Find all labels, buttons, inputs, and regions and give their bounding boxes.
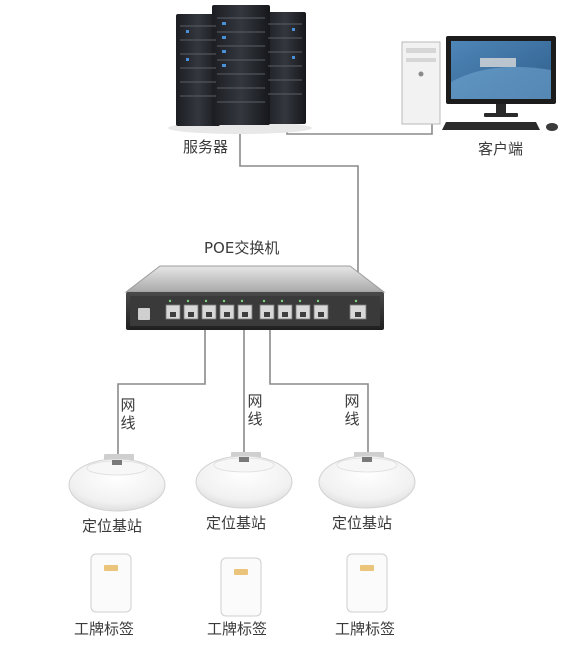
cable-label: 网线 xyxy=(344,392,360,428)
client-pc-icon xyxy=(401,36,558,131)
cable-switch-station-1 xyxy=(117,322,206,458)
client-label: 客户端 xyxy=(478,140,524,158)
base-station-label: 定位基站 xyxy=(206,514,267,532)
cable-label: 网线 xyxy=(120,396,136,432)
base-station-label: 定位基站 xyxy=(82,517,143,535)
badge-tag-icon xyxy=(346,553,388,613)
poe-switch-icon xyxy=(124,265,386,330)
badge-tag-icon xyxy=(90,553,132,613)
badge-tag-label: 工牌标签 xyxy=(74,620,135,638)
cable-switch-station-3 xyxy=(269,322,369,456)
badge-tag-label: 工牌标签 xyxy=(207,620,268,638)
base-station-icon xyxy=(195,452,293,509)
badge-tag-icon xyxy=(220,557,262,617)
base-station-icon xyxy=(68,454,166,512)
base-station-icon xyxy=(318,452,416,509)
badge-tag-label: 工牌标签 xyxy=(335,620,396,638)
cable-server-switch xyxy=(239,128,359,315)
server-icon xyxy=(168,5,312,134)
server-label: 服务器 xyxy=(183,138,229,156)
cable-label: 网线 xyxy=(247,392,263,428)
switch-label: POE交换机 xyxy=(204,239,280,257)
base-station-label: 定位基站 xyxy=(332,514,393,532)
